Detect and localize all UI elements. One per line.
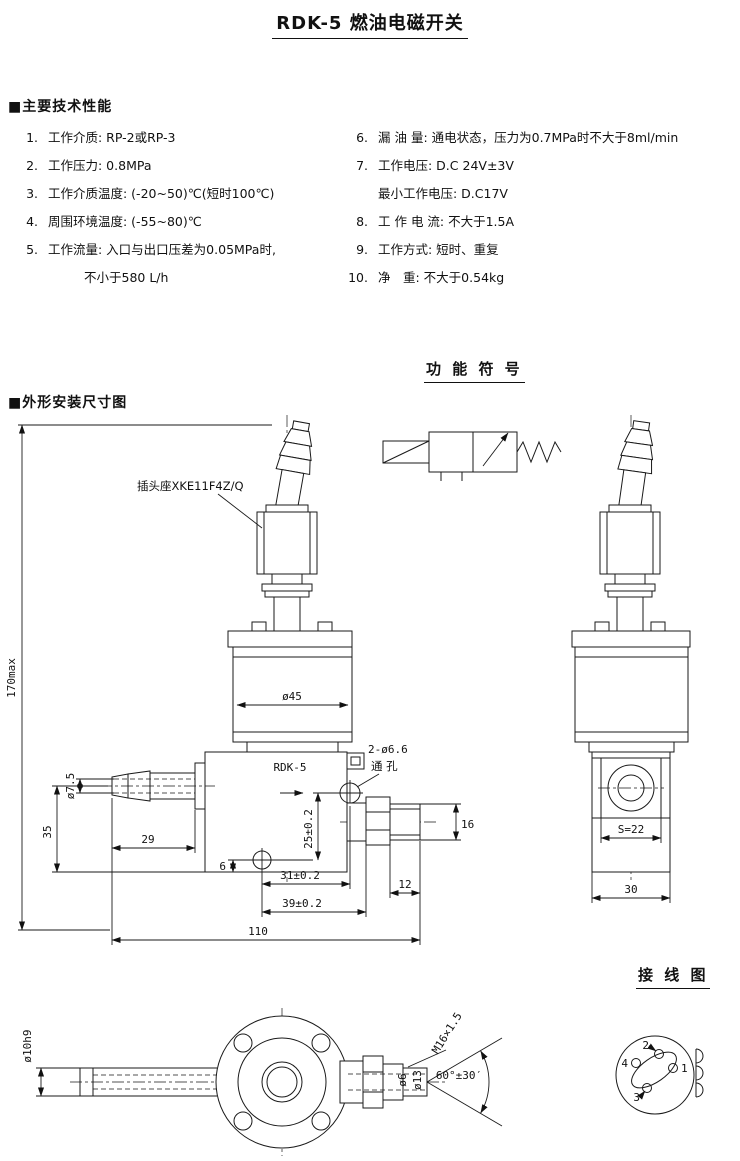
pin-2	[654, 1049, 664, 1059]
spec-item-text: 工 作 电 流: 不大于1.5A	[378, 214, 515, 229]
dim-29: 29	[141, 833, 154, 846]
flange-outer	[215, 1015, 349, 1149]
dim-31: 31±0.2	[280, 869, 320, 882]
wiring-heading-text: 接 线 图	[636, 964, 711, 989]
bolt-hole	[311, 1111, 331, 1131]
spec-item-text: 工作流量: 入口与出口压差为0.05MPa时,	[48, 242, 276, 257]
spec-item-text: 不小于580 L/h	[84, 270, 169, 285]
spec-item: 8. 工 作 电 流: 不大于1.5A	[346, 208, 736, 236]
valve-body	[591, 751, 671, 873]
bolt-hole	[233, 1111, 253, 1131]
specs-left-column: 1. 工作介质: RP-2或RP-3 2. 工作压力: 0.8MPa 3. 工作介质温…	[16, 124, 346, 292]
model-label: RDK-5	[273, 761, 306, 774]
pin-label-3: 3	[633, 1091, 640, 1104]
wiring-heading: 接 线 图	[636, 964, 711, 989]
spec-item-text: 工作方式: 短时、重复	[378, 242, 499, 257]
spec-item: 7. 工作电压: D.C 24V±3V	[346, 152, 736, 180]
bolt-hole	[233, 1033, 253, 1053]
spec-item-text: 工作介质温度: (-20~50)℃(短时100℃)	[48, 186, 275, 201]
spec-item: 1. 工作介质: RP-2或RP-3	[16, 124, 346, 152]
hose-barb-top	[274, 420, 313, 516]
dim-25: 25±0.2	[302, 809, 315, 849]
spec-item: 10. 净 重: 不大于0.54kg	[346, 264, 736, 292]
pin-4	[631, 1058, 641, 1068]
spec-item-number: 2.	[26, 158, 38, 173]
spring-symbol	[516, 440, 562, 464]
spec-item-number: 9.	[356, 242, 368, 257]
dim-110: 110	[248, 925, 268, 938]
spec-item: 9. 工作方式: 短时、重复	[346, 236, 736, 264]
spec-item-text: 净 重: 不大于0.54kg	[378, 270, 505, 285]
spec-item-number: 10.	[348, 270, 368, 285]
plug-connector	[256, 511, 318, 575]
dim-39: 39±0.2	[282, 897, 322, 910]
side-view-drawing: S=22 30	[571, 415, 691, 903]
specs-list: 1. 工作介质: RP-2或RP-3 2. 工作压力: 0.8MPa 3. 工作介质温…	[16, 124, 736, 292]
pin-label-1: 1	[681, 1062, 688, 1075]
page-title: RDK-5 燃油电磁开关	[0, 9, 740, 39]
dim-6: 6	[219, 860, 226, 873]
dim-coil-dia: ø45	[282, 690, 302, 703]
coil-body	[232, 646, 353, 743]
dimensions-heading: ■外形安装尺寸图	[8, 395, 128, 411]
specs-heading: ■主要技术性能	[8, 99, 113, 115]
spec-item-number: 5.	[26, 242, 38, 257]
spec-item: 6. 漏 油 量: 通电状态，压力为0.7MPa时不大于8ml/min	[346, 124, 736, 152]
front-view-drawing	[100, 415, 438, 882]
spec-item-text: 工作介质: RP-2或RP-3	[48, 130, 176, 145]
dim-bore-large: ø13	[411, 1070, 424, 1090]
holes-label-line2: 通 孔	[371, 759, 398, 773]
spec-item-continuation: 不小于580 L/h	[16, 264, 346, 292]
dim-shaft-dia: ø10h9	[21, 1029, 34, 1062]
pin-3	[642, 1083, 652, 1093]
dim-bore-small: ø6	[396, 1073, 409, 1086]
specs-right-column: 6. 漏 油 量: 通电状态，压力为0.7MPa时不大于8ml/min 7. 工作电…	[346, 124, 736, 292]
spec-item-number: 6.	[356, 130, 368, 145]
spec-item-number: 3.	[26, 186, 38, 201]
front-view-dimensions: 插头座XKE11F4Z/Q RDK-5 2-ø6.6 通 孔 170max ø4…	[5, 424, 474, 945]
dim-thread: M16×1.5	[429, 1010, 465, 1056]
valve-body	[204, 751, 348, 873]
connector-keyway	[631, 1051, 677, 1089]
wiring-diagram-drawing: 2 4 1 3	[615, 1035, 704, 1115]
coil-body	[574, 646, 689, 743]
bottom-view-drawing: ø10h9 ø6 ø13 60°±30′ M16×1.5	[21, 1008, 503, 1156]
dim-30: 30	[624, 883, 637, 896]
pin-label-4: 4	[621, 1057, 628, 1070]
function-symbol-drawing	[382, 431, 562, 481]
plug-label: 插头座XKE11F4Z/Q	[137, 479, 244, 493]
connector-face	[615, 1035, 695, 1115]
spec-item-continuation: 最小工作电压: D.C17V	[346, 180, 736, 208]
spec-item: 2. 工作压力: 0.8MPa	[16, 152, 346, 180]
spec-item-number: 4.	[26, 214, 38, 229]
spec-item-number: 7.	[356, 158, 368, 173]
plug-connector	[599, 511, 661, 575]
dim-hex-flats: S=22	[618, 823, 645, 836]
dim-height: 170max	[5, 658, 18, 698]
spec-item-text: 周围环境温度: (-55~80)℃	[48, 214, 202, 229]
spec-item: 4. 周围环境温度: (-55~80)℃	[16, 208, 346, 236]
dim-35: 35	[41, 825, 54, 838]
spec-item-text: 工作压力: 0.8MPa	[48, 158, 152, 173]
spec-item-number: 8.	[356, 214, 368, 229]
function-symbol-heading-text: 功 能 符 号	[424, 358, 525, 383]
function-symbol-heading: 功 能 符 号	[424, 358, 525, 383]
spec-item-number: 1.	[26, 130, 38, 145]
dim-12: 12	[398, 878, 411, 891]
spec-item-text: 最小工作电压: D.C17V	[378, 186, 508, 201]
bolt-hole	[311, 1033, 331, 1053]
spec-item: 5. 工作流量: 入口与出口压差为0.05MPa时,	[16, 236, 346, 264]
spec-item: 3. 工作介质温度: (-20~50)℃(短时100℃)	[16, 180, 346, 208]
spec-item-text: 工作电压: D.C 24V±3V	[378, 158, 514, 173]
pin-1	[668, 1063, 678, 1073]
pin-label-2: 2	[642, 1039, 649, 1052]
spec-item-text: 漏 油 量: 通电状态，压力为0.7MPa时不大于8ml/min	[378, 130, 679, 145]
dim-cone-angle: 60°±30′	[436, 1069, 482, 1082]
page-title-text: RDK-5 燃油电磁开关	[272, 9, 468, 39]
holes-label-line1: 2-ø6.6	[368, 743, 408, 756]
dim-16: 16	[461, 818, 474, 831]
hose-barb-top	[617, 420, 654, 516]
